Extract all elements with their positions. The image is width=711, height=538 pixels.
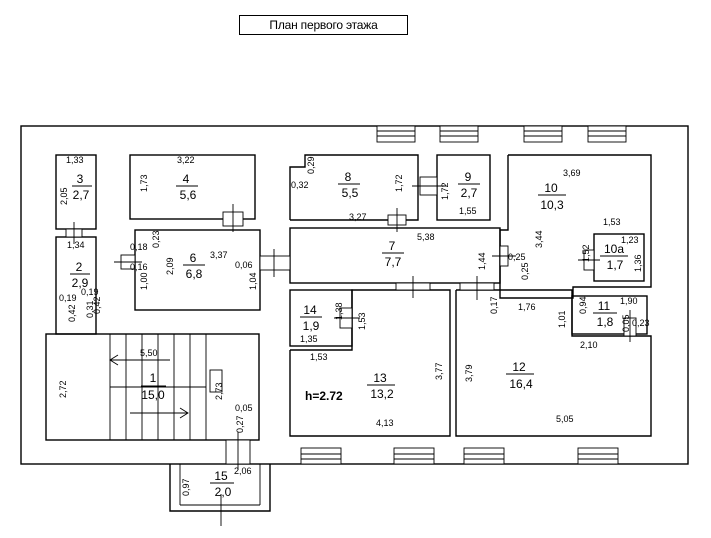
room-9-area: 2,7 bbox=[461, 186, 478, 200]
room-10a-number: 10а bbox=[604, 242, 624, 256]
dim-label: 0,42 bbox=[67, 304, 77, 322]
ceiling-height-note: h=2.72 bbox=[305, 389, 343, 403]
room-2-area: 2,9 bbox=[72, 276, 89, 290]
dim-label: 1,73 bbox=[139, 174, 149, 192]
dim-label: 0,23 bbox=[151, 230, 161, 248]
dim-label: 1,44 bbox=[477, 252, 487, 270]
dim-label: 0,42 bbox=[92, 296, 102, 314]
dim-label: 3,27 bbox=[349, 212, 367, 222]
room-15-area: 2,0 bbox=[215, 485, 232, 499]
dim-label: 0,05 bbox=[235, 403, 253, 413]
room-6-area: 6,8 bbox=[186, 267, 203, 281]
doors bbox=[65, 176, 637, 526]
room-7-area: 7,7 bbox=[385, 255, 402, 269]
room-14-area: 1,9 bbox=[303, 319, 320, 333]
dim-label: 1,76 bbox=[518, 302, 536, 312]
dim-label: 2,09 bbox=[165, 257, 175, 275]
dim-label: 5,50 bbox=[140, 348, 158, 358]
dim-label: 1,00 bbox=[139, 272, 149, 290]
dim-label: 3,79 bbox=[464, 364, 474, 382]
room-15-number: 15 bbox=[214, 469, 228, 483]
dimension-labels: 1,33 2,05 1,34 3,22 1,73 0,29 0,32 1,72 … bbox=[58, 155, 650, 496]
dim-label: 4,13 bbox=[376, 418, 394, 428]
room-12-number: 12 bbox=[512, 360, 526, 374]
dim-label: 1,53 bbox=[603, 217, 621, 227]
top-windows bbox=[376, 125, 627, 143]
room-8-area: 5,5 bbox=[342, 186, 359, 200]
dim-label: 1,35 bbox=[300, 334, 318, 344]
dim-label: 2,72 bbox=[58, 380, 68, 398]
dim-label: 0,25 bbox=[520, 262, 530, 280]
dim-label: 1,34 bbox=[67, 240, 85, 250]
room-1-area: 15,0 bbox=[141, 388, 165, 402]
bottom-windows bbox=[300, 447, 619, 465]
dim-label: 0,94 bbox=[578, 296, 588, 314]
room-11-number: 11 bbox=[598, 299, 611, 313]
dim-label: 0,25 bbox=[508, 252, 526, 262]
room-1-number: 1 bbox=[150, 371, 157, 385]
dim-label: 0,17 bbox=[489, 296, 499, 314]
dim-label: 0,19 bbox=[81, 287, 99, 297]
dim-label: 0,18 bbox=[130, 242, 148, 252]
dim-label: 1,72 bbox=[440, 182, 450, 200]
room-4-number: 4 bbox=[183, 172, 190, 186]
dim-label: 2,06 bbox=[234, 466, 252, 476]
room-6-number: 6 bbox=[190, 251, 197, 265]
room-4-area: 5,6 bbox=[180, 188, 197, 202]
dim-label: 1,53 bbox=[310, 352, 328, 362]
outer-wall bbox=[20, 125, 689, 465]
dim-label: 1,01 bbox=[557, 310, 567, 328]
dim-label: 1,53 bbox=[357, 312, 367, 330]
dim-label: 2,10 bbox=[580, 340, 598, 350]
room-7-number: 7 bbox=[389, 239, 396, 253]
room-8-number: 8 bbox=[345, 170, 352, 184]
room-3-area: 2,7 bbox=[73, 188, 90, 202]
dim-label: 0,31 bbox=[85, 300, 95, 318]
room-12-area: 16,4 bbox=[509, 377, 533, 391]
plan-title: План первого этажа bbox=[239, 15, 408, 35]
dim-label: 3,77 bbox=[434, 362, 444, 380]
dim-label: 0,23 bbox=[632, 318, 650, 328]
dim-label: 0,19 bbox=[59, 293, 77, 303]
room-3-number: 3 bbox=[77, 172, 84, 186]
dim-label: 1,23 bbox=[621, 235, 639, 245]
dim-label: 1,04 bbox=[248, 272, 258, 290]
dim-label: 0,27 bbox=[235, 415, 245, 433]
dim-label: 2,73 bbox=[214, 382, 224, 400]
dim-label: 1,33 bbox=[66, 155, 84, 165]
room-10-area: 10,3 bbox=[540, 198, 564, 212]
room-labels: 1 15,0 2 2,9 3 2,7 4 5,6 6 6,8 7 7,7 8 5… bbox=[70, 170, 628, 499]
dim-label: 0,97 bbox=[181, 478, 191, 496]
room-11-area: 1,8 bbox=[597, 315, 614, 329]
dim-label: 1,38 bbox=[334, 302, 344, 320]
dim-label: 1,90 bbox=[620, 296, 638, 306]
dim-label: 0,32 bbox=[291, 180, 309, 190]
dim-label: 1,72 bbox=[394, 174, 404, 192]
dim-label: 5,38 bbox=[417, 232, 435, 242]
dim-label: 0,06 bbox=[235, 260, 253, 270]
dim-label: 3,22 bbox=[177, 155, 195, 165]
dim-label: 1,36 bbox=[633, 254, 643, 272]
dim-label: 3,37 bbox=[210, 250, 228, 260]
dim-label: 1,55 bbox=[459, 206, 477, 216]
dim-label: 0,16 bbox=[130, 262, 148, 272]
room-2-number: 2 bbox=[76, 260, 83, 274]
room-10a-area: 1,7 bbox=[607, 258, 624, 272]
stairs bbox=[109, 334, 223, 440]
dim-label: 2,05 bbox=[59, 187, 69, 205]
dim-label: 3,69 bbox=[563, 168, 581, 178]
dim-label: 1,52 bbox=[581, 244, 591, 262]
room-10-number: 10 bbox=[544, 181, 558, 195]
dim-label: 0,05 bbox=[621, 314, 631, 332]
room-13-area: 13,2 bbox=[370, 387, 394, 401]
dim-label: 5,05 bbox=[556, 414, 574, 424]
room-13-number: 13 bbox=[373, 371, 387, 385]
dim-label: 0,29 bbox=[306, 156, 316, 174]
room-14-number: 14 bbox=[303, 303, 317, 317]
dim-label: 3,44 bbox=[534, 230, 544, 248]
room-9-number: 9 bbox=[465, 170, 472, 184]
